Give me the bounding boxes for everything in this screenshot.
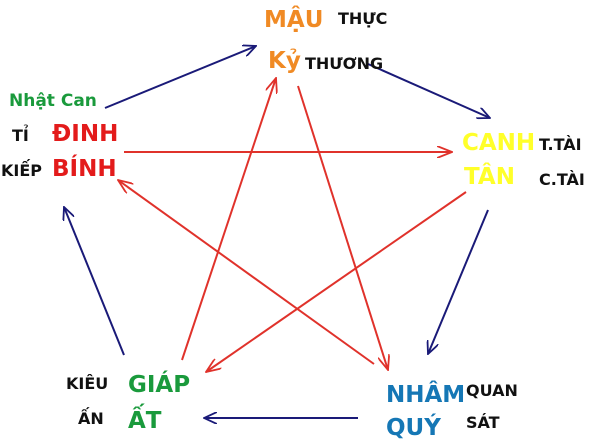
stem-mau: MẬU (264, 7, 324, 33)
relation-kieu: KIÊU (66, 374, 109, 393)
stem-tan: TÂN (464, 164, 515, 190)
stem-ky: Kỷ (268, 48, 301, 74)
relation-sat: SÁT (466, 413, 500, 432)
generating-arrow-top-to-right (367, 63, 490, 118)
generating-arrow-bottom-left-to-left (64, 207, 125, 356)
stem-quy: QUÝ (386, 415, 441, 441)
stem-giap: GIÁP (128, 372, 191, 398)
stem-binh: BÍNH (52, 156, 117, 182)
relation-ti: TỈ (12, 126, 29, 145)
relation-thuong: THƯƠNG (305, 54, 384, 73)
controlling-arrow-bottom-right-to-left (118, 180, 375, 365)
relation-an: ẤN (78, 409, 104, 428)
relation-t-tai: T.TÀI (539, 135, 582, 154)
stem-nham: NHÂM (386, 382, 466, 408)
relation-kiep: KIẾP (1, 161, 43, 180)
relation-c-tai: C.TÀI (539, 170, 585, 189)
stem-canh: CANH (462, 130, 536, 156)
stem-dinh: ĐINH (52, 121, 119, 147)
relation-quan: QUAN (466, 381, 518, 400)
generating-arrow-left-to-top (104, 46, 256, 109)
stem-at: ẤT (128, 408, 162, 434)
controlling-arrow-top-to-bottom-right (297, 85, 388, 370)
generating-arrow-right-to-bottom-right (428, 209, 489, 354)
day-master-title: Nhật Can (9, 91, 97, 111)
controlling-arrow-bottom-left-to-top (181, 78, 276, 361)
relation-thuc: THỰC (338, 9, 388, 28)
controlling-arrow-right-to-bottom-left (206, 191, 467, 372)
